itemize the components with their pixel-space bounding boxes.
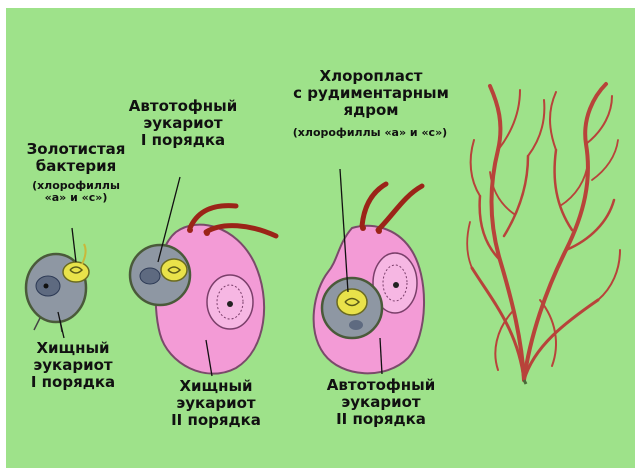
label-autotroph-eukaryote-1: Автотофный эукариот I порядка: [122, 98, 244, 148]
label-predator-2-line-2: эукариот: [155, 395, 277, 412]
chloroplast-with-nucleomorph: [322, 278, 382, 338]
label-chloroplast-line-1: Хлоропласт: [290, 68, 452, 85]
label-chloroplast-line-2: с рудиментарным: [290, 85, 452, 102]
label-chloroplast: Хлоропласт с рудиментарным ядром: [290, 68, 452, 118]
label-autotroph-1-line-3: I порядка: [122, 132, 244, 149]
pointer-golden-bacterium: [72, 228, 76, 262]
label-chloroplast-note: (хлорофиллы «а» и «с»): [270, 127, 470, 139]
label-predator-eukaryote-2: Хищный эукариот II порядка: [155, 378, 277, 428]
label-predator-1-line-2: эукариот: [12, 357, 134, 374]
red-alga-thallus: [467, 84, 620, 380]
label-autotroph-2-line-1: Автотофный: [320, 377, 442, 394]
label-autotroph-1-line-2: эукариот: [122, 115, 244, 132]
label-golden-bacterium-note: (хлорофиллы «а» и «с»): [15, 180, 137, 205]
label-predator-eukaryote-1: Хищный эукариот I порядка: [12, 340, 134, 390]
label-predator-1-line-3: I порядка: [12, 374, 134, 391]
label-predator-2-line-1: Хищный: [155, 378, 277, 395]
label-predator-1-line-1: Хищный: [12, 340, 134, 357]
label-autotroph-2-line-2: эукариот: [320, 394, 442, 411]
label-autotroph-1-line-1: Автотофный: [122, 98, 244, 115]
label-predator-2-line-3: II порядка: [155, 412, 277, 429]
label-autotroph-2-line-3: II порядка: [320, 411, 442, 428]
label-golden-bacterium-note-line-2: «а» и «с»): [15, 192, 137, 204]
label-chloroplast-line-3: ядром: [290, 102, 452, 119]
label-autotroph-eukaryote-2: Автотофный эукариот II порядка: [320, 377, 442, 427]
label-golden-bacterium: Золотистая бактерия: [15, 141, 137, 175]
label-golden-bacterium-line-2: бактерия: [15, 158, 137, 175]
alga-stipe: [524, 380, 526, 384]
label-golden-bacterium-line-1: Золотистая: [15, 141, 137, 158]
